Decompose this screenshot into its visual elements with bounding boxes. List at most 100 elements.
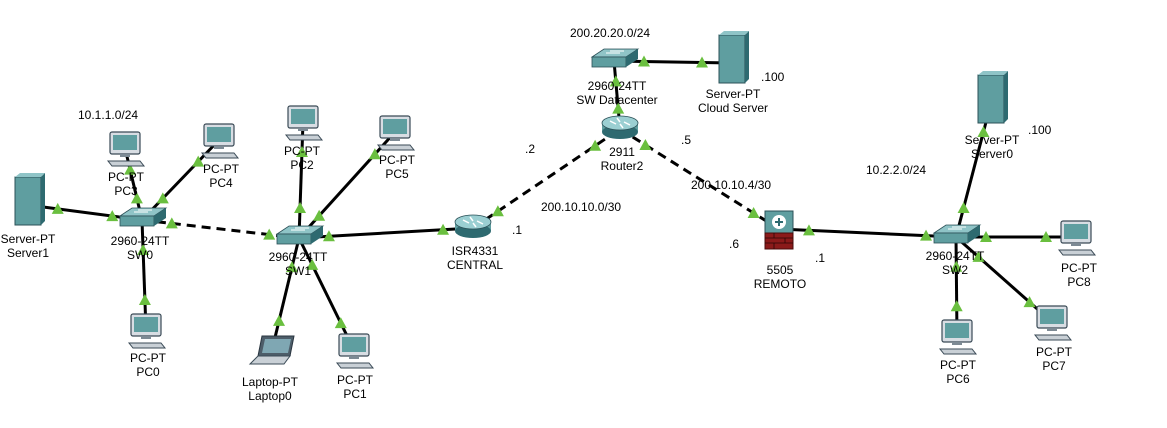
port-up-indicator-icon (802, 224, 815, 236)
device-pc3[interactable] (106, 131, 146, 167)
server-icon[interactable] (718, 31, 749, 84)
device-name-label: PC1 (343, 387, 367, 401)
pc-icon[interactable] (200, 123, 240, 159)
link-router2-remoto[interactable] (619, 127, 780, 231)
device-pc5[interactable] (376, 115, 416, 151)
device-name-label: PC7 (1042, 359, 1066, 373)
device-model-label: 2960-24TT (926, 249, 985, 263)
network-label: 10.1.1.0/24 (78, 108, 138, 122)
network-label: 10.2.2.0/24 (866, 163, 926, 177)
server-icon[interactable] (14, 173, 45, 226)
device-model-label: PC-PT (1036, 345, 1073, 359)
device-sw0[interactable] (118, 207, 168, 227)
device-model-label: Server-PT (965, 133, 1020, 147)
firewall-icon[interactable] (764, 210, 794, 250)
device-laptop0[interactable] (248, 335, 295, 365)
port-up-indicator-icon (137, 243, 150, 255)
pc-icon[interactable] (335, 333, 375, 369)
server-icon[interactable] (977, 71, 1008, 124)
link-pc7-sw2[interactable] (955, 235, 1053, 324)
pc-icon[interactable] (284, 105, 324, 141)
pc-icon[interactable] (376, 115, 416, 151)
link-remoto-sw2[interactable] (778, 224, 957, 241)
device-router2[interactable] (601, 115, 639, 139)
port-up-indicator-icon (920, 229, 933, 241)
device-name-label: SW Datacenter (576, 93, 657, 107)
interface-address-label: .2 (525, 142, 535, 156)
device-pc1[interactable] (335, 333, 375, 369)
device-pc7[interactable] (1033, 305, 1073, 341)
device-sw1[interactable] (275, 225, 325, 245)
router-icon[interactable] (601, 115, 639, 139)
switch-icon[interactable] (590, 48, 640, 68)
device-pc2[interactable] (284, 105, 324, 141)
link-cable[interactable] (955, 235, 1053, 324)
link-cable[interactable] (954, 102, 993, 238)
port-up-indicator-icon (612, 102, 625, 114)
pc-icon[interactable] (127, 313, 167, 349)
link-laptop0-sw1[interactable] (270, 237, 301, 351)
device-server0[interactable] (977, 71, 1008, 124)
port-up-indicator-icon (322, 230, 335, 242)
network-label: 200.20.20.0/24 (570, 26, 650, 40)
link-server0-sw2[interactable] (954, 102, 993, 238)
device-pc6[interactable] (938, 319, 978, 355)
link-cable[interactable] (270, 237, 301, 351)
device-swdc[interactable] (590, 48, 640, 68)
link-sw0-sw1[interactable] (141, 217, 300, 240)
link-pc2-sw1[interactable] (294, 121, 308, 239)
link-pc0-sw0[interactable] (137, 219, 151, 331)
port-up-indicator-icon (263, 228, 276, 240)
interface-address-label: .100 (1028, 123, 1052, 137)
interface-address-label: .1 (512, 223, 522, 237)
port-up-indicator-icon (192, 155, 205, 167)
device-name-label: Laptop0 (248, 389, 292, 403)
device-sw2[interactable] (932, 224, 982, 244)
port-up-indicator-icon (106, 210, 119, 222)
port-up-indicator-icon (130, 192, 143, 204)
device-remoto[interactable] (764, 210, 794, 250)
switch-icon[interactable] (932, 224, 982, 244)
device-pc8[interactable] (1057, 220, 1097, 256)
device-cloud[interactable] (718, 31, 749, 84)
pc-icon[interactable] (1057, 220, 1097, 256)
device-central[interactable] (454, 214, 492, 238)
device-name-label: PC5 (385, 167, 409, 181)
router-icon[interactable] (454, 214, 492, 238)
device-name-label: PC6 (946, 372, 970, 386)
device-pc4[interactable] (200, 123, 240, 159)
device-model-label: Server-PT (1, 232, 56, 246)
port-up-indicator-icon (124, 163, 137, 175)
port-up-indicator-icon (165, 217, 178, 229)
pc-icon[interactable] (938, 319, 978, 355)
port-up-indicator-icon (1040, 231, 1052, 242)
link-sw1-central[interactable] (298, 223, 474, 242)
port-up-indicator-icon (957, 201, 970, 213)
link-central-router2[interactable] (472, 127, 621, 230)
switch-icon[interactable] (275, 225, 325, 245)
link-cable[interactable] (141, 218, 300, 240)
device-server1[interactable] (14, 173, 45, 226)
device-model-label: 5505 (767, 263, 794, 277)
port-up-indicator-icon (977, 126, 990, 138)
switch-icon[interactable] (118, 207, 168, 227)
pc-icon[interactable] (1033, 305, 1073, 341)
pc-icon[interactable] (106, 131, 146, 167)
link-cable[interactable] (297, 121, 305, 239)
device-pc0[interactable] (127, 313, 167, 349)
link-pc1-sw1[interactable] (297, 237, 356, 351)
link-cable[interactable] (297, 237, 356, 351)
link-cable[interactable] (140, 219, 148, 331)
link-pc5-sw1[interactable] (297, 130, 397, 240)
laptop-icon[interactable] (248, 335, 295, 365)
port-up-indicator-icon (306, 258, 319, 270)
